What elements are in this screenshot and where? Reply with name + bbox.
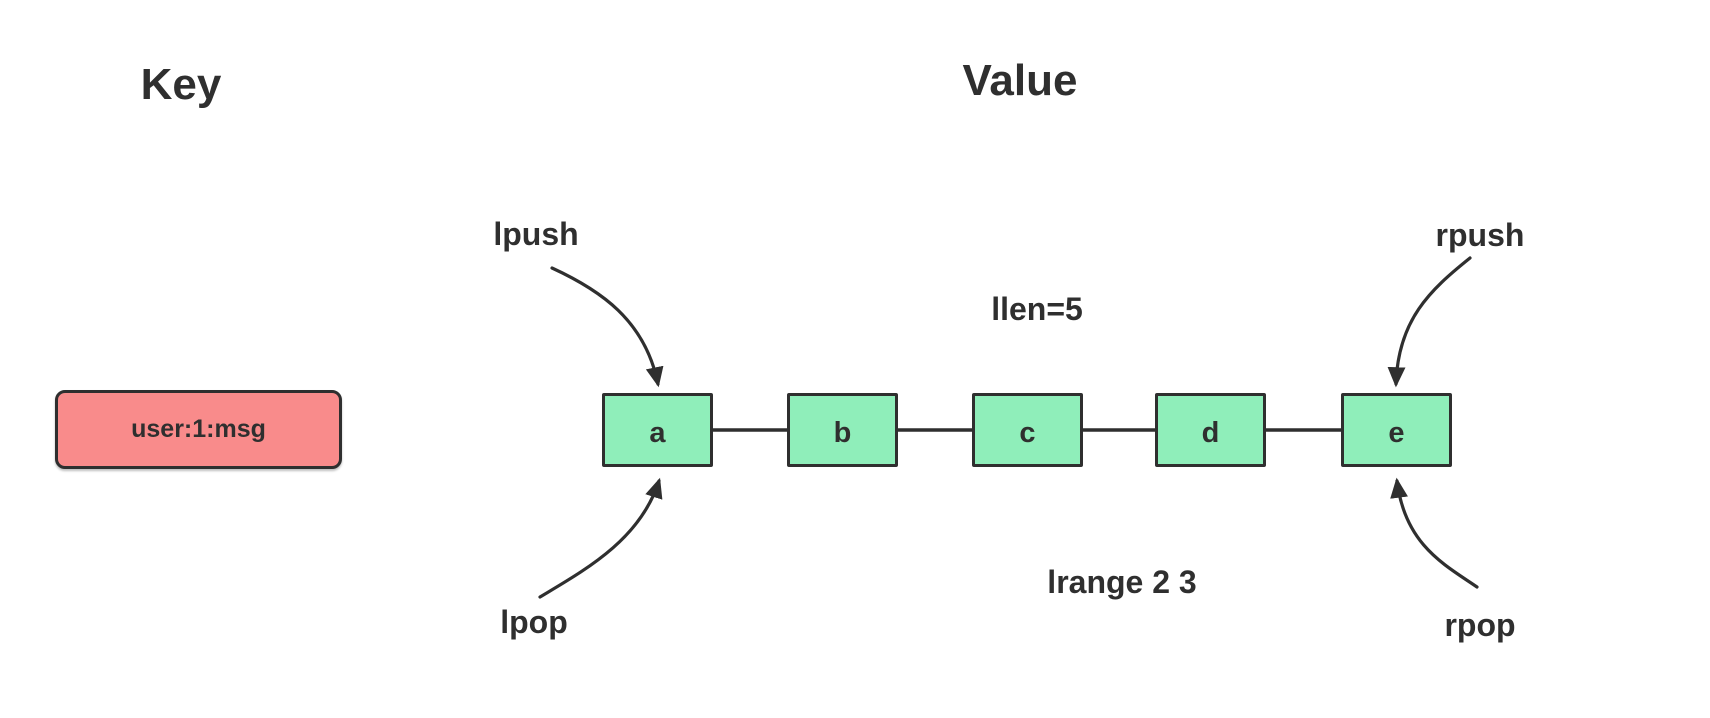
list-node-a-label: a [649, 416, 666, 449]
llen-annotation: llen=5 [991, 291, 1083, 327]
list-node-b: b [787, 393, 898, 467]
key-box-label: user:1:msg [131, 415, 266, 443]
rpop-arrow [1390, 477, 1479, 589]
lpush-label: lpush [493, 216, 579, 252]
list-node-d-label: d [1201, 416, 1220, 449]
rpush-arrow [1387, 256, 1472, 388]
list-node-c: c [972, 393, 1083, 467]
list-node-d: d [1155, 393, 1266, 467]
value-column-heading: Value [962, 56, 1078, 105]
rpush-label: rpush [1435, 217, 1525, 253]
list-node-e: e [1341, 393, 1452, 467]
list-node-c-label: c [1019, 416, 1036, 449]
list-node-e-label: e [1388, 416, 1405, 449]
key-box: user:1:msg [55, 390, 342, 469]
lpop-label: lpop [500, 604, 568, 640]
lrange-annotation: lrange 2 3 [1047, 564, 1197, 600]
key-column-heading: Key [140, 60, 222, 109]
list-node-a: a [602, 393, 713, 467]
rpop-label: rpop [1444, 607, 1516, 643]
lpush-arrow [550, 266, 664, 388]
lpop-arrow [538, 477, 663, 599]
list-node-b-label: b [833, 416, 852, 449]
